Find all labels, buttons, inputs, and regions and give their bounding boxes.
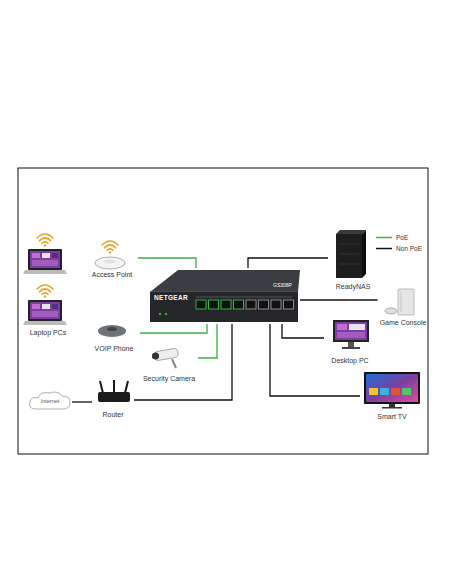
- console-node: Game Console: [378, 284, 429, 326]
- cloud-shape: [30, 392, 71, 409]
- cable-line: [138, 258, 196, 268]
- access-point-icon: [95, 257, 125, 269]
- node-label: Router: [102, 411, 123, 418]
- cable-line: [198, 324, 217, 358]
- node-label: Internet: [41, 399, 60, 405]
- laptop-node: Laptop PCs: [22, 232, 74, 336]
- wifi-icon: [37, 234, 53, 247]
- laptop-icon: [23, 249, 67, 274]
- node-label: Desktop PC: [331, 357, 368, 364]
- game-console-icon: [385, 289, 414, 315]
- cable-line: [282, 324, 324, 338]
- camera-icon: [152, 348, 179, 368]
- tv-icon: [364, 372, 420, 409]
- cable-line: [72, 401, 92, 402]
- cable-line: [300, 299, 378, 300]
- switch-node: NETGEAR: [148, 268, 300, 324]
- tv-node: Smart TV: [360, 368, 424, 420]
- legend-label: PoE: [396, 235, 408, 242]
- wifi-icon: [102, 241, 118, 254]
- voip-phone-icon: [98, 325, 126, 337]
- legend-label: Non PoE: [396, 246, 422, 253]
- desktop-node: Desktop PC: [324, 318, 376, 364]
- frame: [18, 168, 428, 454]
- nas-icon: [336, 230, 366, 278]
- legend-sample: [376, 237, 392, 239]
- nas-node: ReadyNAS: [328, 230, 378, 290]
- cable-line: [134, 324, 232, 400]
- node-label: VOIP Phone: [95, 345, 134, 352]
- legend-sample: [376, 248, 392, 250]
- cloud-node: Internet: [28, 393, 72, 411]
- switch-illustration: [150, 270, 300, 322]
- laptop-icon: [23, 300, 67, 325]
- cable-line: [248, 258, 328, 268]
- router-node: Router: [92, 380, 134, 418]
- node-label: Game Console: [380, 319, 427, 326]
- model-label: GS308P: [273, 283, 292, 288]
- node-label: NETGEAR: [154, 295, 188, 302]
- wifi-icon: [37, 285, 53, 298]
- node-label: Access Point: [92, 271, 132, 278]
- cable-line: [140, 324, 207, 333]
- node-label: ReadyNAS: [336, 283, 371, 290]
- voip-phone-node: VOIP Phone: [88, 320, 140, 352]
- node-label: Security Camera: [143, 375, 195, 382]
- node-label: Smart TV: [377, 413, 406, 420]
- desktop-icon: [333, 320, 369, 349]
- camera-node: Security Camera: [140, 346, 198, 382]
- access-point-node: Access Point: [86, 236, 138, 278]
- router-icon: [98, 380, 130, 402]
- node-label: Laptop PCs: [30, 329, 67, 336]
